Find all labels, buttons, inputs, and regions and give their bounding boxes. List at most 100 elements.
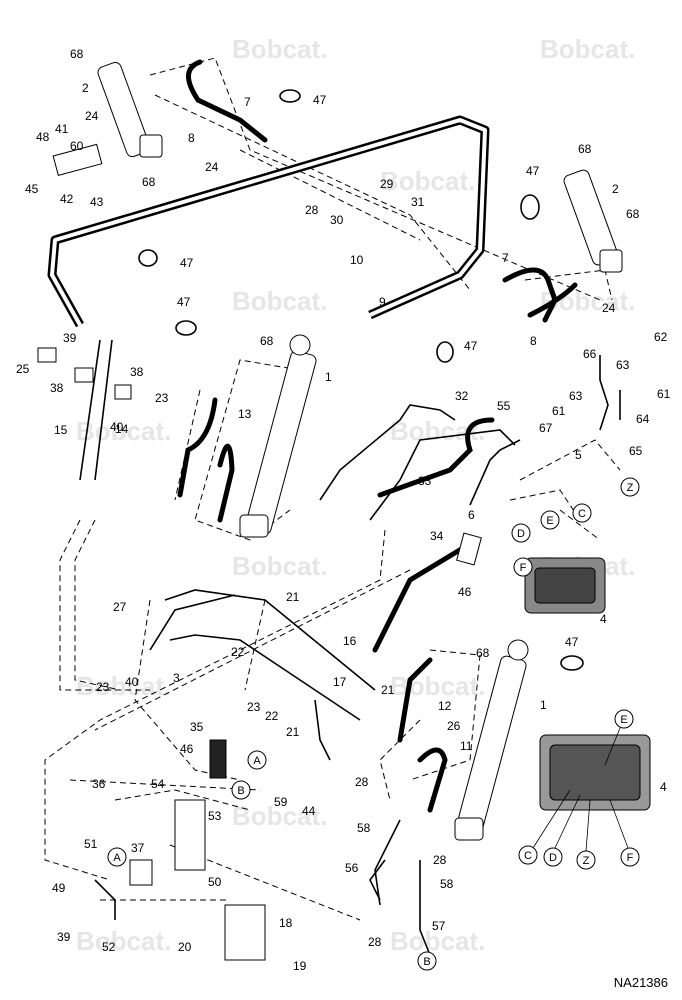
svg-text:Bobcat.: Bobcat. [390,926,485,956]
callout-26: 26 [447,719,461,733]
callout-19: 19 [293,959,307,973]
callout-13: 13 [238,407,252,421]
callout-3: 3 [173,671,180,685]
callout-34: 34 [430,529,444,543]
watermark: Bobcat. [540,34,635,64]
callout-40: 40 [125,675,139,689]
control-valve-main [524,557,606,614]
callout-56: 56 [345,861,359,875]
callout-12: 12 [438,699,452,713]
cylinder-upper-left [97,61,163,158]
hydraulic-tubes [79,339,621,956]
svg-text:B: B [423,956,430,968]
callout-23: 23 [155,391,169,405]
callout-8: 8 [188,131,195,145]
inset-leader-lines [532,727,629,852]
callout-54: 54 [151,777,165,791]
port-label-d: D [511,523,531,543]
callout-16: 16 [343,634,357,648]
callout-24: 24 [85,109,99,123]
callout-33: 33 [418,474,432,488]
callout-44: 44 [302,804,316,818]
callout-32: 32 [455,389,469,403]
callout-28: 28 [355,775,369,789]
port-label-z: Z [620,477,640,497]
callout-7: 7 [502,251,509,265]
callout-31: 31 [411,195,425,209]
svg-text:Bobcat.: Bobcat. [76,671,171,701]
watermark: Bobcat. [76,671,171,701]
callout-51: 51 [84,837,98,851]
callout-53: 53 [208,809,222,823]
callout-29: 29 [380,177,394,191]
watermark: Bobcat. [232,801,327,831]
watermark: Bobcat. [76,926,171,956]
svg-text:C: C [524,850,532,862]
callout-23: 23 [247,700,261,714]
bracket-parts [37,143,482,961]
cylinder-lift-left [239,334,317,538]
callout-47: 47 [177,295,191,309]
callout-30: 30 [330,213,344,227]
svg-text:Bobcat.: Bobcat. [76,926,171,956]
port-label-b: B [417,951,437,971]
callout-9: 9 [379,295,386,309]
callout-38: 38 [130,365,144,379]
callout-49: 49 [52,881,66,895]
watermark: Bobcat. [390,926,485,956]
port-label-c: C [518,845,538,865]
callout-65: 65 [629,444,643,458]
callout-61: 61 [657,387,671,401]
port-label-d: D [543,847,563,867]
callout-21: 21 [286,725,300,739]
cylinder-lift-right [454,639,529,841]
svg-text:E: E [546,515,553,527]
svg-text:Bobcat.: Bobcat. [232,34,327,64]
callout-8: 8 [530,334,537,348]
callout-60: 60 [70,139,84,153]
callout-22: 22 [265,709,279,723]
svg-text:A: A [253,755,261,767]
callout-57: 57 [432,919,446,933]
callout-25: 25 [16,362,30,376]
svg-text:B: B [237,785,244,797]
callout-28: 28 [305,203,319,217]
callout-66: 66 [583,347,597,361]
svg-text:Bobcat.: Bobcat. [232,801,327,831]
callout-59: 59 [274,795,288,809]
callout-40: 40 [110,420,124,434]
callout-47: 47 [565,635,579,649]
svg-text:Bobcat.: Bobcat. [232,551,327,581]
callout-27: 27 [113,600,127,614]
callout-46: 46 [180,742,194,756]
callout-17: 17 [333,675,347,689]
assembly-dashed-lines [44,57,621,921]
callout-68: 68 [578,142,592,156]
callout-28: 28 [433,853,447,867]
callout-68: 68 [70,47,84,61]
port-label-c: C [572,503,592,523]
svg-text:C: C [578,508,586,520]
callout-47: 47 [526,164,540,178]
callout-38: 38 [50,381,64,395]
watermark: Bobcat. [76,416,171,446]
callout-68: 68 [260,334,274,348]
callout-68: 68 [476,646,490,660]
callout-47: 47 [180,256,194,270]
svg-text:Bobcat.: Bobcat. [540,34,635,64]
watermark: Bobcat. [390,671,485,701]
port-label-f: F [513,557,533,577]
control-valve-inset [539,734,651,811]
port-label-f: F [620,847,640,867]
callout-24: 24 [205,160,219,174]
svg-text:D: D [517,528,525,540]
callout-39: 39 [63,331,77,345]
svg-text:A: A [113,852,121,864]
svg-text:F: F [627,852,634,864]
svg-text:Bobcat.: Bobcat. [380,166,475,196]
callout-35: 35 [190,720,204,734]
svg-text:Bobcat.: Bobcat. [390,671,485,701]
callout-61: 61 [552,404,566,418]
callout-62: 62 [654,330,668,344]
